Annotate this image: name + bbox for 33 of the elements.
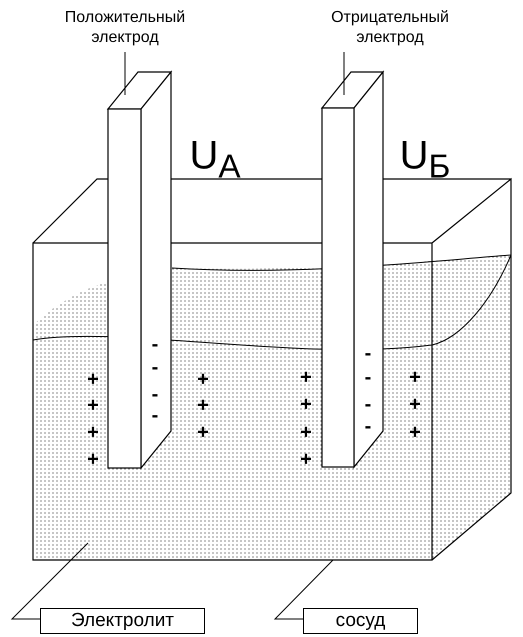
charge-sign: +: [87, 368, 99, 392]
charge-sign: +: [409, 394, 421, 416]
leader-line: [124, 52, 126, 96]
electrode-plate: [320, 70, 384, 469]
charge-sign: -: [152, 334, 158, 356]
charge-sign: +: [300, 448, 312, 472]
charge-sign: +: [197, 394, 209, 418]
electrode-label: Отрицательный электрод: [300, 8, 480, 48]
charge-sign: +: [300, 422, 312, 444]
charge-sign: +: [87, 422, 99, 444]
charge-sign: -: [152, 384, 158, 406]
electrode-label: Положительный электрод: [30, 8, 220, 48]
charge-sign: +: [197, 368, 209, 392]
electrolyte-label: Электролит: [40, 608, 205, 634]
leader-line: [274, 560, 334, 620]
charge-sign: -: [364, 416, 372, 438]
vessel-label: сосуд: [303, 608, 418, 634]
charge-sign: +: [409, 422, 421, 444]
electrode-plate: [106, 70, 172, 470]
charge-sign: +: [300, 394, 312, 416]
charge-sign: +: [409, 366, 421, 390]
charge-sign: +: [197, 422, 209, 444]
charge-sign: +: [87, 394, 99, 418]
charge-sign: -: [364, 342, 372, 366]
voltage-symbol: U$_{А}$: [189, 134, 241, 186]
charge-sign: -: [152, 404, 158, 428]
charge-sign: +: [300, 366, 312, 390]
charge-sign: +: [87, 448, 99, 472]
charge-sign: -: [152, 356, 158, 380]
leader-line: [10, 542, 88, 620]
charge-sign: -: [364, 366, 372, 390]
voltage-symbol: U$_{Б}$: [400, 134, 450, 186]
charge-sign: -: [364, 394, 372, 416]
